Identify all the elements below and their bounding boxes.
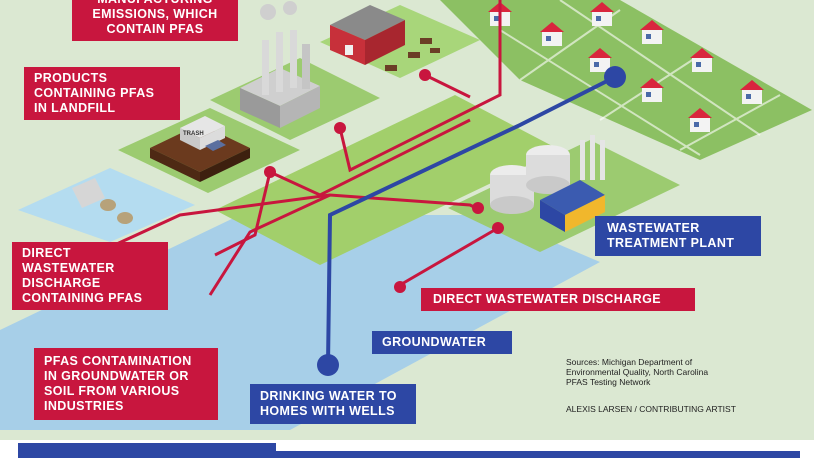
- middle-field: [215, 95, 560, 265]
- barn-icon: [330, 5, 405, 65]
- bottom-bar-right: [276, 451, 800, 458]
- node-discharge: [394, 281, 406, 293]
- cows: [385, 38, 440, 71]
- house-icon: [640, 20, 664, 44]
- node-factory: [334, 122, 346, 134]
- label-treatment-plant: WASTEWATER TREATMENT PLANT: [595, 216, 761, 256]
- node-pond: [492, 222, 504, 234]
- label-products-landfill: PRODUCTS CONTAINING PFAS IN LANDFILL: [24, 67, 180, 120]
- housing-lot: [440, 0, 812, 160]
- label-pfas-contamination: PFAS CONTAMINATION IN GROUNDWATER OR SOI…: [34, 348, 218, 420]
- sources-note: Sources: Michigan Department of Environm…: [566, 357, 709, 387]
- truck-icon: [180, 116, 226, 151]
- label-drinking-water: DRINKING WATER TO HOMES WITH WELLS: [250, 384, 416, 424]
- house-icon: [740, 80, 764, 104]
- truck-label: TRASH: [183, 131, 204, 137]
- bottom-bar-left: [18, 443, 276, 458]
- node-landfill: [264, 166, 276, 178]
- label-manufacturing-emissions: MANUFACTURING EMISSIONS, WHICH CONTAIN P…: [72, 0, 238, 41]
- house-icon: [688, 108, 712, 132]
- node-plant: [472, 202, 484, 214]
- house-icon: [588, 48, 612, 72]
- factory-icon: [240, 1, 320, 128]
- house-icon: [590, 2, 614, 26]
- treatment-plant-icon: [490, 135, 605, 232]
- red-nodes: [264, 69, 504, 293]
- label-direct-discharge: DIRECT WASTEWATER DISCHARGE: [421, 288, 695, 311]
- node-farm: [419, 69, 431, 81]
- house-icon: [540, 22, 564, 46]
- blue-pipeline: [326, 75, 616, 366]
- artist-credit: ALEXIS LARSEN / CONTRIBUTING ARTIST: [566, 404, 736, 414]
- discharge-pipe-icon: [72, 178, 133, 224]
- label-direct-discharge-pfas: DIRECT WASTEWATER DISCHARGE CONTAINING P…: [12, 242, 168, 310]
- node-houses: [604, 66, 626, 88]
- node-well: [317, 354, 339, 376]
- label-groundwater: GROUNDWATER: [372, 331, 512, 354]
- house-icon: [690, 48, 714, 72]
- house-icon: [640, 78, 664, 102]
